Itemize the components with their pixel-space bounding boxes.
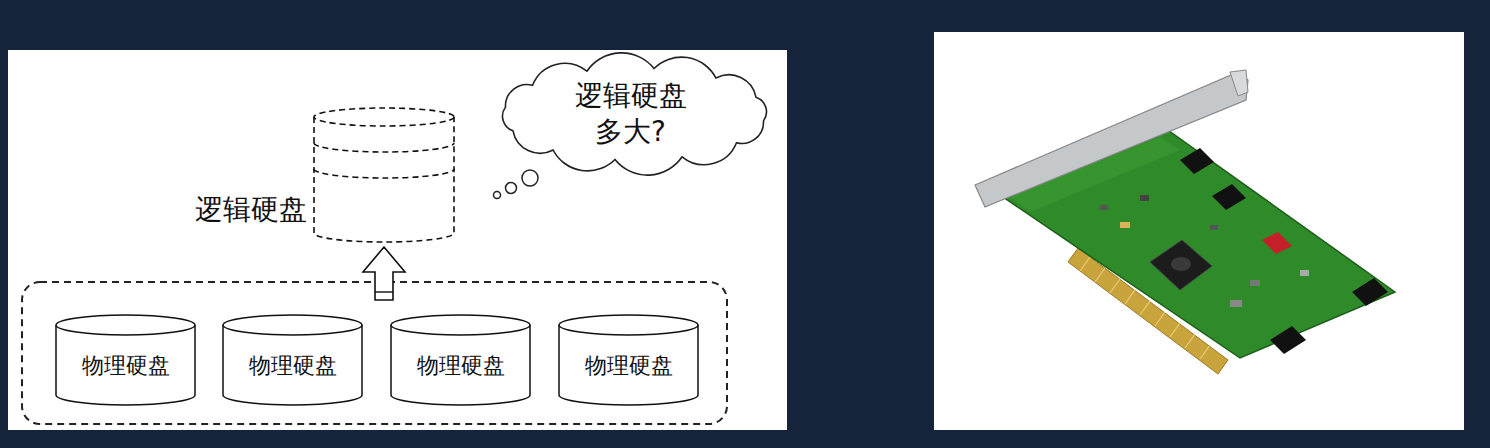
- component: [1120, 222, 1130, 228]
- cylinder-body: [391, 325, 530, 405]
- cylinder-ring: [314, 143, 454, 152]
- physical-disk: 物理硬盘: [390, 315, 531, 405]
- disk-group-outline: [22, 282, 727, 424]
- component: [1210, 225, 1218, 230]
- controller-chip: [1150, 240, 1212, 290]
- node-shape: [492, 58, 777, 170]
- component: [1250, 280, 1260, 286]
- sata-port: [1270, 326, 1306, 354]
- chip-mark: [1171, 257, 1191, 271]
- component: [1100, 205, 1108, 210]
- sata-port: [1180, 148, 1214, 174]
- cylinder-top: [223, 315, 362, 335]
- cylinder-ring: [314, 169, 454, 178]
- cylinder-top: [56, 315, 195, 335]
- bracket: [975, 72, 1248, 207]
- cloud-outline: [503, 53, 767, 175]
- hollow-arrow: [363, 247, 405, 300]
- cylinder-top: [391, 315, 530, 335]
- component: [1230, 300, 1242, 307]
- cylinder-body: [56, 325, 195, 405]
- sata-port: [1212, 184, 1246, 210]
- sata-port: [1352, 278, 1388, 306]
- thought-dot: [506, 183, 517, 194]
- thought-dot: [494, 192, 501, 199]
- logical-disk: 逻辑硬盘: [313, 108, 455, 242]
- thought-cloud: 逻辑硬盘 多大?: [492, 58, 777, 170]
- physical-disk: 物理硬盘: [558, 315, 699, 405]
- node-shape: [313, 108, 455, 242]
- cylinder-body: [559, 325, 698, 405]
- physical-disk: 物理硬盘: [55, 315, 196, 405]
- arrow-base-line: [375, 291, 393, 292]
- disk-label: 逻辑硬盘: [195, 192, 307, 228]
- cylinder-top: [314, 108, 454, 126]
- disk-text: 物理硬盘: [585, 352, 673, 381]
- cylinder-body: [223, 325, 362, 405]
- disk-text: 物理硬盘: [249, 352, 337, 381]
- cloud-text: 逻辑硬盘 多大?: [561, 78, 701, 151]
- physical-disk: 物理硬盘: [222, 315, 363, 405]
- bios-chip: [1262, 232, 1292, 254]
- thought-dot: [522, 170, 538, 186]
- left-panel: [8, 50, 787, 430]
- cylinder-top: [559, 315, 698, 335]
- right-panel: [934, 32, 1464, 430]
- component: [1140, 195, 1149, 201]
- disk-text: 物理硬盘: [417, 352, 505, 381]
- bracket-tab: [1230, 70, 1248, 96]
- cylinder-body: [314, 117, 454, 242]
- component: [1300, 270, 1309, 276]
- disk-text: 物理硬盘: [82, 352, 170, 381]
- raid-card: [975, 70, 1395, 374]
